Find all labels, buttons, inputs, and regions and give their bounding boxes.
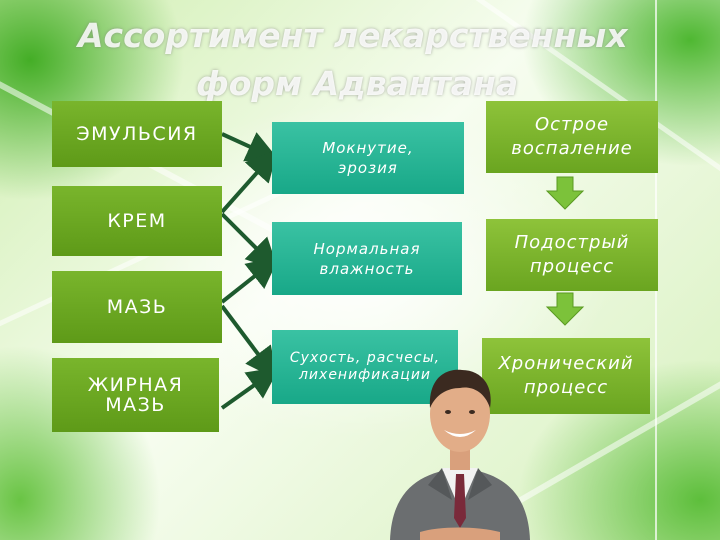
stage-acute: Острое воспаление	[486, 101, 658, 173]
arrow-cream-to-normal	[220, 212, 279, 271]
arrow-fatty-to-dry	[220, 367, 280, 410]
title-line-2: форм Адвантана	[196, 64, 519, 103]
form-fatty-ointment-label: ЖИРНАЯ МАЗЬ	[87, 374, 184, 416]
condition-dry: Сухость, расчесы, лихенификации	[272, 330, 458, 404]
condition-dry-label: Сухость, расчесы, лихенификации	[289, 350, 441, 383]
down-arrow-1	[545, 176, 585, 210]
stage-subacute-label: Подострый процесс	[514, 232, 630, 277]
form-ointment-label: МАЗЬ	[106, 296, 168, 318]
form-fatty-ointment: ЖИРНАЯ МАЗЬ	[52, 358, 219, 432]
arrow-ointment-to-dry	[220, 304, 278, 380]
condition-normal-label: Нормальная влажность	[313, 239, 421, 278]
form-cream: КРЕМ	[52, 186, 222, 256]
condition-weeping-label: Мокнутие, эрозия	[322, 139, 414, 177]
down-arrow-2	[545, 292, 585, 326]
arrow-cream-to-weeping	[220, 149, 278, 214]
form-emulsion-label: ЭМУЛЬСИЯ	[76, 123, 198, 145]
form-cream-label: КРЕМ	[107, 210, 167, 232]
form-ointment: МАЗЬ	[52, 271, 222, 343]
title-line-1: Ассортимент лекарственных	[78, 16, 628, 55]
businessman-photo-icon	[390, 369, 530, 540]
condition-weeping: Мокнутие, эрозия	[272, 122, 464, 194]
form-emulsion: ЭМУЛЬСИЯ	[52, 101, 222, 167]
condition-normal: Нормальная влажность	[272, 222, 462, 295]
arrow-emulsion-to-weeping	[221, 132, 279, 162]
stage-subacute: Подострый процесс	[486, 219, 658, 291]
stage-chronic-label: Хронический процесс	[498, 353, 634, 398]
stage-acute-label: Острое воспаление	[511, 114, 633, 159]
stage-chronic: Хронический процесс	[482, 338, 650, 414]
arrow-ointment-to-normal	[220, 256, 280, 304]
